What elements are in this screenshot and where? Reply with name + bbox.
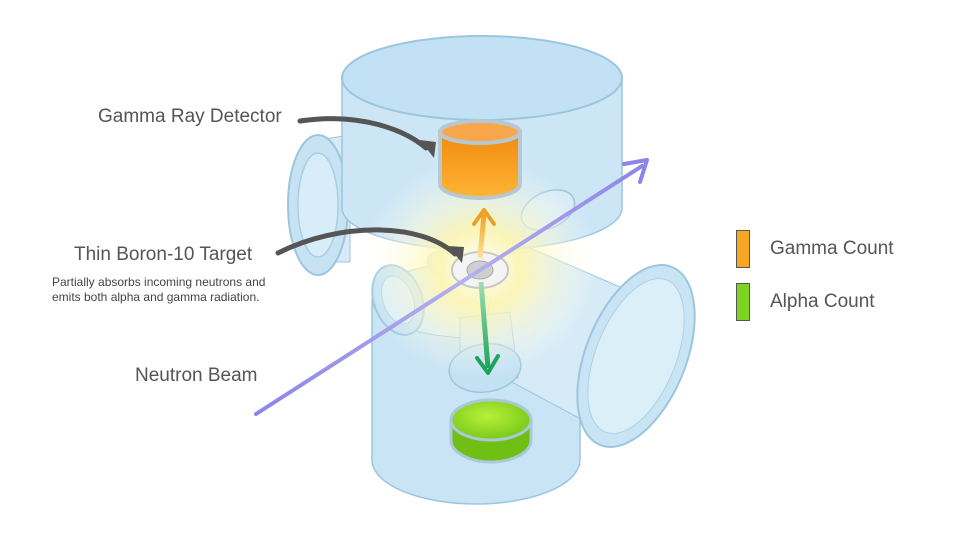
gamma-detector-icon xyxy=(438,119,522,200)
target-description-line: emits both alpha and gamma radiation. xyxy=(52,290,260,304)
detector-callout-arrowhead xyxy=(420,140,436,158)
legend-label-alpha: Alpha Count xyxy=(770,291,875,312)
legend-item-gamma: Gamma Count xyxy=(736,230,894,268)
boron-target-description: Partially absorbs incoming neutrons and … xyxy=(52,275,265,305)
legend-item-alpha: Alpha Count xyxy=(736,283,875,321)
gamma-ray-arrow xyxy=(472,208,496,259)
alpha-detector-icon xyxy=(449,398,533,464)
legend-swatch-alpha xyxy=(736,283,750,321)
gamma-detector-label: Gamma Ray Detector xyxy=(98,106,282,127)
alpha-particle-arrow xyxy=(475,281,500,375)
boron-target-label: Thin Boron-10 Target xyxy=(74,244,253,265)
detector-callout-line xyxy=(297,116,429,151)
neutron-beam-label: Neutron Beam xyxy=(135,365,258,386)
neutron-beam-arrow xyxy=(254,158,649,416)
legend-label-gamma: Gamma Count xyxy=(770,238,894,259)
left-upper-port xyxy=(287,134,351,276)
target-callout-line xyxy=(275,227,458,257)
target-callout-arrowhead xyxy=(448,246,464,263)
target-description-line: Partially absorbs incoming neutrons and xyxy=(52,275,266,289)
legend-swatch-gamma xyxy=(736,230,750,268)
